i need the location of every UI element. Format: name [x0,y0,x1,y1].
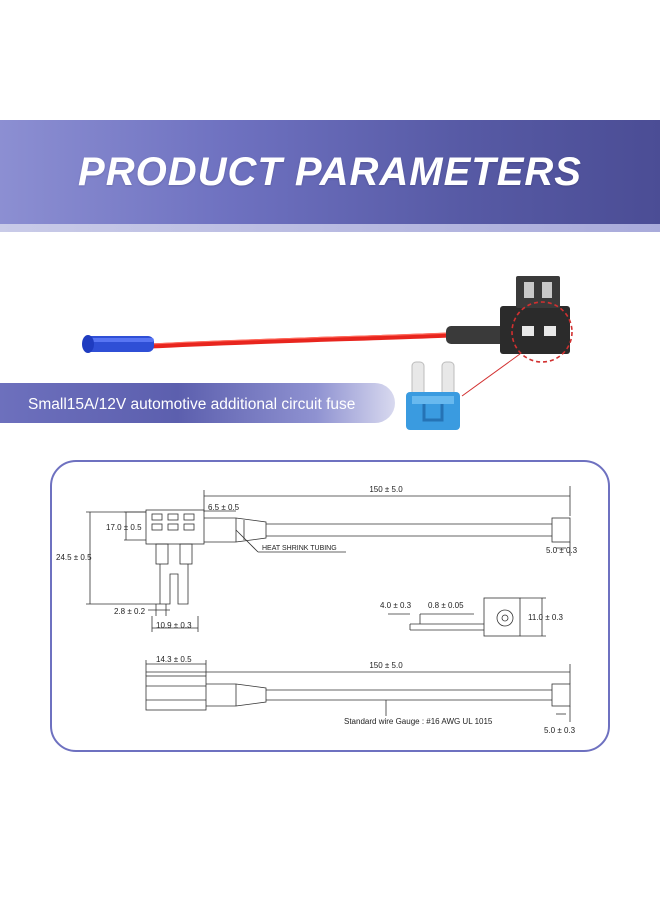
highlight-pointer [461,353,521,397]
dim-bottom-wire-height: 5.0 ± 0.3 [544,726,576,735]
dim-0-8: 0.8 ± 0.05 [428,601,464,610]
technical-drawing-panel [50,460,610,752]
page-title: PRODUCT PARAMETERS [78,150,582,194]
caption-text: Small15A/12V automotive additional circu… [28,396,356,413]
heat-shrink-tubing [446,326,506,344]
dim-10-9: 10.9 ± 0.3 [156,621,192,630]
header-banner [0,120,660,224]
highlight-circle [511,301,573,363]
dim-24-5: 24.5 ± 0.5 [56,553,92,562]
dim-6-5: 6.5 ± 0.5 [208,503,240,512]
wire-gauge-label: Standard wire Gauge : #16 AWG UL 1015 [344,717,493,726]
banner-underline [0,224,660,232]
heat-shrink-label: HEAT SHRINK TUBING [262,545,337,552]
dim-17: 17.0 ± 0.5 [106,523,142,532]
dim-bottom-length: 150 ± 5.0 [369,661,403,670]
fuse-tap-body [500,276,570,354]
blue-connector [82,335,154,353]
caption-bar [0,383,395,423]
dim-14-3: 14.3 ± 0.5 [156,655,192,664]
mini-fuse [406,361,460,430]
dim-11: 11.0 ± 0.3 [528,613,563,622]
dim-2-8: 2.8 ± 0.2 [114,607,146,616]
dim-4: 4.0 ± 0.3 [380,601,412,610]
dim-top-length: 150 ± 5.0 [369,485,403,494]
dim-top-wire-height: 5.0 ± 0.3 [546,546,578,555]
red-wire [149,332,451,349]
fuse-tap-product-image [82,276,573,430]
